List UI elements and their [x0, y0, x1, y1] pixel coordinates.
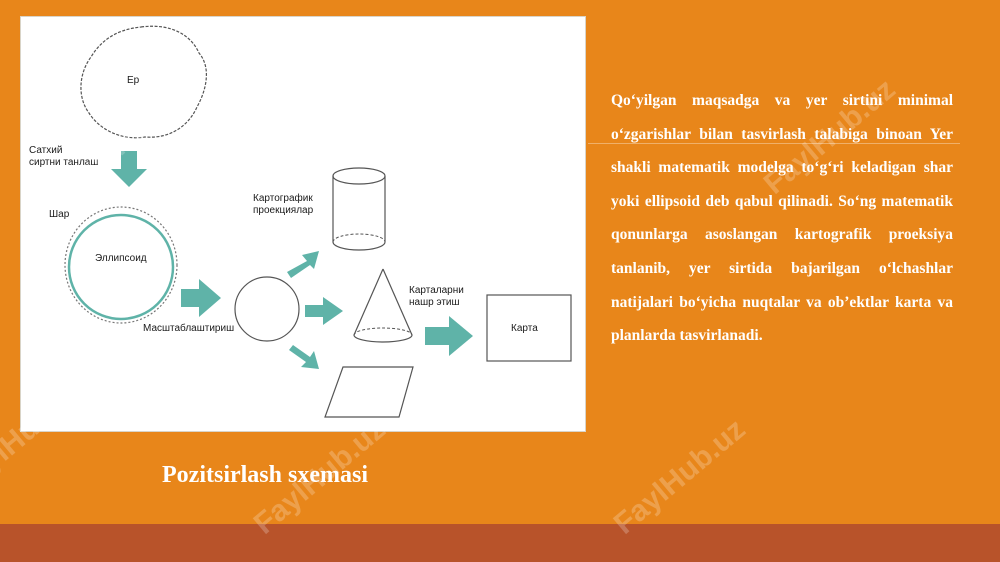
select-surface-label-1: Сатхий — [29, 145, 62, 156]
ellipsoid-shape — [64, 206, 178, 324]
publishing-label-1: Карталарни — [409, 285, 464, 296]
publishing-label-2: нашр этиш — [409, 297, 460, 308]
arrow-to-cone — [305, 297, 343, 325]
scaling-circle — [234, 276, 300, 342]
arrow-to-map — [425, 316, 473, 356]
scaling-label: Масштаблаштириш — [143, 322, 234, 334]
map-label: Карта — [511, 323, 538, 334]
diagram-panel: Ер Сатхий сиртни танлаш Шар Эллипсоид Ма… — [20, 16, 586, 432]
arrow-to-cylinder — [287, 251, 319, 278]
earth-label: Ер — [127, 75, 140, 86]
positioning-diagram: Ер Сатхий сиртни танлаш Шар Эллипсоид Ма… — [29, 25, 572, 418]
description-text: Qo‘yilgan maqsadga va yer sirtini minima… — [611, 92, 953, 345]
cone-shape — [353, 268, 413, 343]
projections-label-2: проекциялар — [253, 205, 314, 216]
select-surface-label-2: сиртни танлаш — [29, 157, 98, 168]
diagram-caption: Pozitsirlash sxemasi — [162, 462, 368, 488]
cylinder-shape — [332, 167, 386, 251]
earth-shape — [80, 25, 207, 139]
watermark: FaylHub.uz — [607, 412, 752, 541]
ellipsoid-label: Эллипсоид — [95, 253, 147, 264]
arrow-to-sphere — [111, 151, 147, 187]
bottom-band — [0, 524, 1000, 562]
arrow-to-plane — [289, 345, 319, 369]
projections-label-1: Картографик — [253, 192, 313, 204]
map-box — [486, 294, 572, 362]
sphere-label: Шар — [49, 209, 70, 220]
divider-line — [588, 143, 960, 144]
arrow-to-scaling — [181, 279, 221, 317]
plane-shape — [324, 366, 414, 418]
sphere-shape — [67, 213, 175, 321]
